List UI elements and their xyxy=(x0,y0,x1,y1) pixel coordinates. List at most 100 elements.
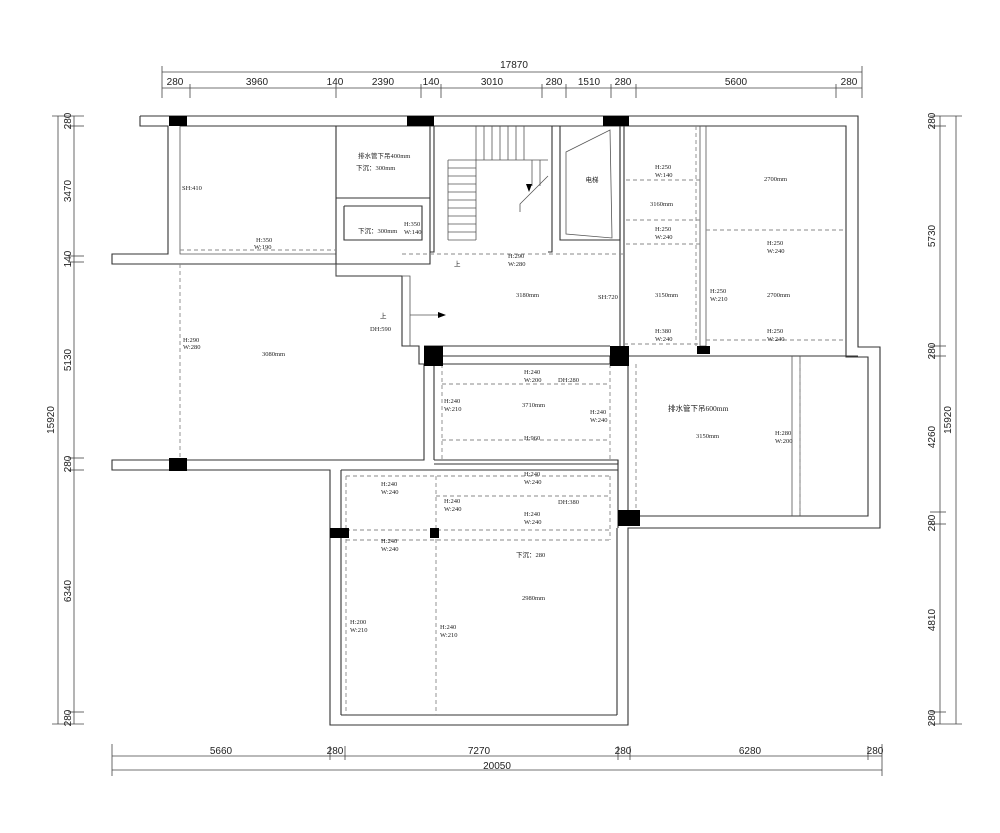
dim-bottom-4: 280 xyxy=(615,746,632,757)
label-sink-300-b: 下沉：300mm xyxy=(358,227,397,235)
dim-top-2: 3960 xyxy=(246,77,269,88)
label-drain-note-2: 排水管下吊600mm xyxy=(668,403,729,413)
label-ceil-2700-b: 2700mm xyxy=(767,292,790,299)
column xyxy=(618,510,640,526)
entry-arrow-icon xyxy=(410,312,446,318)
label-ceil-3150-a: 3150mm xyxy=(655,292,678,299)
label-h240-w210-b-h: H:240 xyxy=(440,624,456,631)
label-h240-w210-a-w: W:210 xyxy=(444,406,461,413)
dim-top-1: 280 xyxy=(167,77,184,88)
label-h380-w240-w: W:240 xyxy=(655,336,672,343)
dim-left-2: 3470 xyxy=(63,179,74,202)
column xyxy=(169,458,187,471)
left-dimensions: 15920 280 3470 140 5130 280 6340 280 xyxy=(46,112,84,726)
label-w190: W:190 xyxy=(254,244,271,251)
label-h380-w240-h: H:380 xyxy=(655,328,671,335)
top-dimensions: 17870 280 3960 140 2390 140 3010 280 151… xyxy=(161,60,863,98)
dim-right-7: 280 xyxy=(927,709,938,726)
label-h280-w200-h: H:280 xyxy=(775,430,791,437)
label-h240-w240-a-w: W:240 xyxy=(590,417,607,424)
label-sink-300-a: 下沉：300mm xyxy=(356,164,395,172)
dim-top-5: 140 xyxy=(423,77,440,88)
dim-left-6: 6340 xyxy=(63,579,74,602)
dim-bottom-3: 7270 xyxy=(468,746,491,757)
dim-right-2: 5730 xyxy=(927,224,938,247)
column xyxy=(407,116,434,126)
dim-top-11: 280 xyxy=(841,77,858,88)
elevator-label: 电梯 xyxy=(586,175,600,184)
dim-right-4: 4260 xyxy=(927,425,938,448)
label-h250-w140-w: W:140 xyxy=(655,172,672,179)
label-h250-w240-b-h: H:250 xyxy=(767,240,783,247)
label-h280-w200-w: W:200 xyxy=(775,438,792,445)
elevator: 电梯 xyxy=(565,129,613,239)
label-h240-w240-f-h: H:240 xyxy=(381,538,397,545)
dim-top-8: 1510 xyxy=(578,77,601,88)
dim-right-5: 280 xyxy=(927,514,938,531)
label-ceil-2980: 2980mm xyxy=(522,595,545,602)
dim-right-1: 280 xyxy=(927,112,938,129)
label-h240-w240-c-h: H:240 xyxy=(381,481,397,488)
dim-top-total: 17870 xyxy=(500,60,528,71)
dim-bottom-total: 20050 xyxy=(483,761,511,772)
dim-bottom-2: 280 xyxy=(327,746,344,757)
dim-left-7: 280 xyxy=(63,709,74,726)
label-h240-w210-b-w: W:210 xyxy=(440,632,457,639)
dim-top-7: 280 xyxy=(546,77,563,88)
label-h290-mid: H:290 xyxy=(508,253,524,260)
label-h240-w240-a-h: H:240 xyxy=(590,409,606,416)
label-w140: W:140 xyxy=(404,229,421,236)
bottom-dimensions: 5660 280 7270 280 6280 280 20050 xyxy=(111,744,884,776)
label-h250-w240-b-w: W:240 xyxy=(767,248,784,255)
label-up-b: 上 xyxy=(380,311,387,320)
label-ceil-2700-a: 2700mm xyxy=(764,176,787,183)
dim-top-3: 140 xyxy=(327,77,344,88)
room-labels: SH:410 排水管下吊400mm 下沉：300mm 下沉：300mm H:35… xyxy=(182,151,792,639)
column xyxy=(430,528,439,538)
label-h960: H:960 xyxy=(524,435,540,442)
dim-right-3: 280 xyxy=(927,342,938,359)
dim-top-4: 2390 xyxy=(372,77,395,88)
label-h240-w240-b-h: H:240 xyxy=(524,471,540,478)
label-sink-280: 下沉：280 xyxy=(516,551,545,559)
column xyxy=(169,116,187,126)
staircase xyxy=(447,126,549,241)
label-h240-w210-a-h: H:240 xyxy=(444,398,460,405)
label-h250-w240-a-h: H:250 xyxy=(655,226,671,233)
dim-bottom-6: 280 xyxy=(867,746,884,757)
dim-right-total: 15920 xyxy=(943,406,954,434)
label-dh590: DH:590 xyxy=(370,326,391,333)
label-h250-w240-a-w: W:240 xyxy=(655,234,672,241)
dim-top-10: 5600 xyxy=(725,77,748,88)
label-up-a: 上 xyxy=(454,259,461,268)
dim-left-1: 280 xyxy=(63,112,74,129)
structural-columns xyxy=(169,116,710,538)
label-h200-w210-w: W:210 xyxy=(350,627,367,634)
label-h240-w240-f-w: W:240 xyxy=(381,546,398,553)
dim-top-6: 3010 xyxy=(481,77,504,88)
dim-left-4: 5130 xyxy=(63,348,74,371)
label-w280-mid: W:280 xyxy=(508,261,525,268)
label-sh720: SH:720 xyxy=(598,294,618,301)
column xyxy=(697,346,710,354)
label-h240-w240-b-w: W:240 xyxy=(524,479,541,486)
label-h240-w240-c-w: W:240 xyxy=(381,489,398,496)
dim-right-6: 4810 xyxy=(927,608,938,631)
column xyxy=(330,528,349,538)
label-h240-w240-e-w: W:240 xyxy=(524,519,541,526)
label-h290-left: H:290 xyxy=(183,337,199,344)
dim-left-total: 15920 xyxy=(46,406,57,434)
label-ceil-3710: 3710mm xyxy=(522,402,545,409)
ceiling-lines xyxy=(179,126,846,715)
dim-left-3: 140 xyxy=(63,250,74,267)
label-h350b: H:350 xyxy=(256,237,272,244)
label-dh280: DH:280 xyxy=(558,377,579,384)
label-h250-w240-c-h: H:250 xyxy=(767,328,783,335)
label-drain-note-1: 排水管下吊400mm xyxy=(358,151,410,160)
outer-walls xyxy=(111,115,881,726)
column xyxy=(424,346,443,366)
label-sh410: SH:410 xyxy=(182,185,202,192)
label-h240-w240-e-h: H:240 xyxy=(524,511,540,518)
label-ceil-3160: 3160mm xyxy=(650,201,673,208)
